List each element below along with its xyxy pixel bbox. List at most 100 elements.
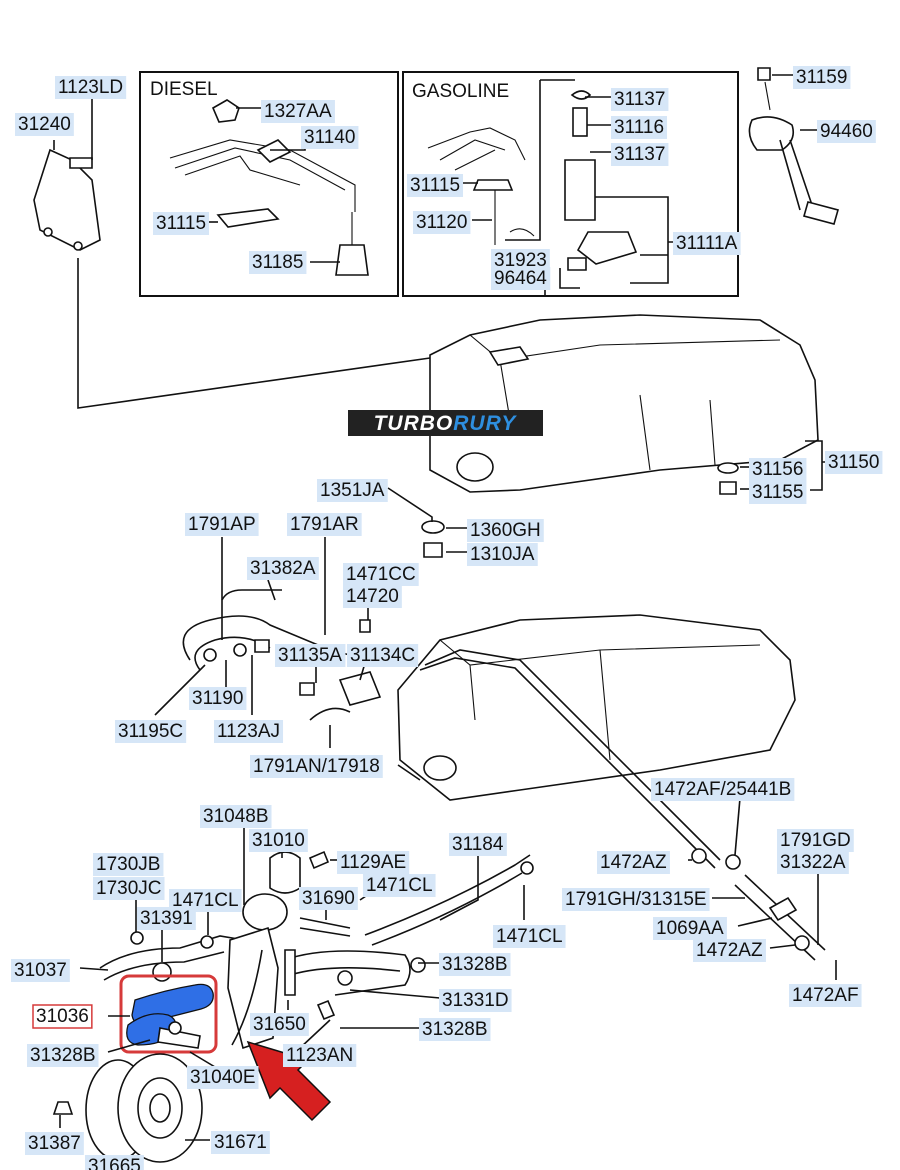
part-label-bg — [55, 76, 127, 99]
part-label-bg — [439, 953, 511, 976]
part-label-bg — [562, 888, 710, 911]
part-label-31185: 31185 — [252, 252, 303, 273]
part-label-31923: 31923 — [494, 250, 547, 271]
part-label-31120: 31120 — [416, 212, 467, 233]
part-label-1472af: 1472AF — [792, 985, 859, 1006]
part-label-bg — [189, 687, 247, 710]
part-label-bg — [793, 66, 851, 89]
part-label-bg — [407, 174, 464, 197]
part-label-31159: 31159 — [796, 67, 847, 88]
part-label-bg — [673, 232, 741, 255]
part-label-bg — [439, 989, 512, 1012]
part-label-bg — [115, 720, 187, 743]
upper-bracket — [33, 148, 101, 251]
part-label-bg — [249, 251, 307, 274]
part-label-bg — [25, 1132, 84, 1155]
part-label-bg — [214, 720, 284, 743]
part-label-bg — [611, 116, 668, 139]
part-label-bg — [467, 519, 544, 542]
part-label-bg — [363, 874, 436, 897]
part-label-31115: 31115 — [410, 175, 460, 196]
part-label-1791an-17918: 1791AN/17918 — [253, 756, 380, 777]
part-label-96464: 96464 — [494, 268, 547, 289]
part-label-1471cl: 1471CL — [366, 875, 433, 896]
part-label-31134c: 31134C — [350, 645, 415, 666]
part-label-1360gh: 1360GH — [470, 520, 541, 541]
part-label-31328b: 31328B — [442, 954, 508, 975]
part-label-bg — [749, 481, 807, 504]
part-label-31115: 31115 — [156, 213, 206, 234]
part-label-31150: 31150 — [828, 452, 879, 473]
part-label-bg — [275, 644, 346, 667]
part-label-31037: 31037 — [14, 960, 67, 981]
part-label-bg — [449, 833, 507, 856]
part-label-bg — [419, 1018, 491, 1041]
part-label-31135a: 31135A — [278, 645, 342, 666]
part-label-31140: 31140 — [304, 127, 355, 148]
part-label-bg — [185, 513, 259, 536]
part-label-bg — [611, 143, 669, 166]
part-label-bg — [250, 755, 383, 778]
part-label-bg — [817, 120, 876, 143]
part-label-bg — [249, 829, 308, 852]
part-label-bg — [200, 805, 272, 828]
part-label-1730jc: 1730JC — [96, 878, 162, 899]
part-label-14720: 14720 — [346, 586, 399, 607]
part-label-bg — [153, 212, 210, 235]
part-label-bg — [467, 543, 538, 566]
vapor-line-cluster — [182, 589, 382, 721]
part-label-31382a: 31382A — [250, 558, 316, 579]
part-label-1472az: 1472AZ — [600, 852, 667, 873]
filler-cap — [52, 1053, 203, 1163]
part-label-1123an: 1123AN — [286, 1045, 353, 1066]
part-label-bg — [825, 451, 883, 474]
part-label-bg — [85, 1155, 144, 1170]
part-label-1472af-25441b: 1472AF/25441B — [654, 779, 791, 800]
part-label-31240: 31240 — [18, 114, 71, 135]
part-label-bg — [250, 1013, 309, 1036]
part-label-bg — [493, 925, 566, 948]
part-label-31137: 31137 — [614, 144, 665, 165]
part-label-bg — [27, 1044, 99, 1067]
part-label-bg — [651, 778, 795, 801]
leader-lines — [53, 74, 837, 1141]
part-label-1730jb: 1730JB — [96, 854, 160, 875]
highlighted-hose-31036 — [126, 983, 214, 1049]
part-label-bg — [301, 126, 359, 149]
part-label-1129ae: 1129AE — [340, 852, 406, 873]
part-label-bg — [693, 939, 766, 962]
part-label-1069aa: 1069AA — [656, 918, 724, 939]
part-label-bg — [337, 851, 410, 874]
part-label-31665: 31665 — [88, 1156, 141, 1170]
part-label-31036: 31036 — [36, 1006, 89, 1027]
part-label-bg — [283, 1044, 357, 1067]
part-label-31391: 31391 — [140, 908, 193, 929]
part-label-31690: 31690 — [302, 888, 355, 909]
part-label-1351ja: 1351JA — [320, 480, 385, 501]
part-label-bg — [777, 829, 854, 852]
part-label-bg — [93, 877, 165, 900]
part-label-bg — [343, 563, 419, 586]
pointer-arrow — [246, 1040, 332, 1122]
part-label-31156: 31156 — [752, 459, 803, 480]
part-label-1791ap: 1791AP — [188, 514, 256, 535]
part-label-bg — [247, 557, 319, 580]
part-label-bg — [169, 889, 242, 912]
part-label-bg — [413, 211, 471, 234]
upper-fuel-tank — [429, 314, 819, 493]
highlight-frame — [119, 974, 218, 1054]
part-label-31331d: 31331D — [442, 990, 509, 1011]
part-label-bg — [299, 887, 358, 910]
part-label-bg — [749, 458, 807, 481]
part-label-31190: 31190 — [192, 688, 243, 709]
part-label-1327aa: 1327AA — [264, 101, 332, 122]
part-label-31328b: 31328B — [422, 1019, 488, 1040]
part-label-31048b: 31048B — [203, 806, 269, 827]
part-label-bg — [317, 479, 388, 502]
part-label-1123ld: 1123LD — [58, 77, 123, 98]
part-label-31111a: 31111A — [676, 233, 738, 254]
part-label-31322a: 31322A — [780, 852, 846, 873]
gasoline-title: GASOLINE — [412, 81, 509, 102]
part-label-1791gh-31315e: 1791GH/31315E — [565, 889, 707, 910]
part-label-bg — [11, 959, 70, 982]
